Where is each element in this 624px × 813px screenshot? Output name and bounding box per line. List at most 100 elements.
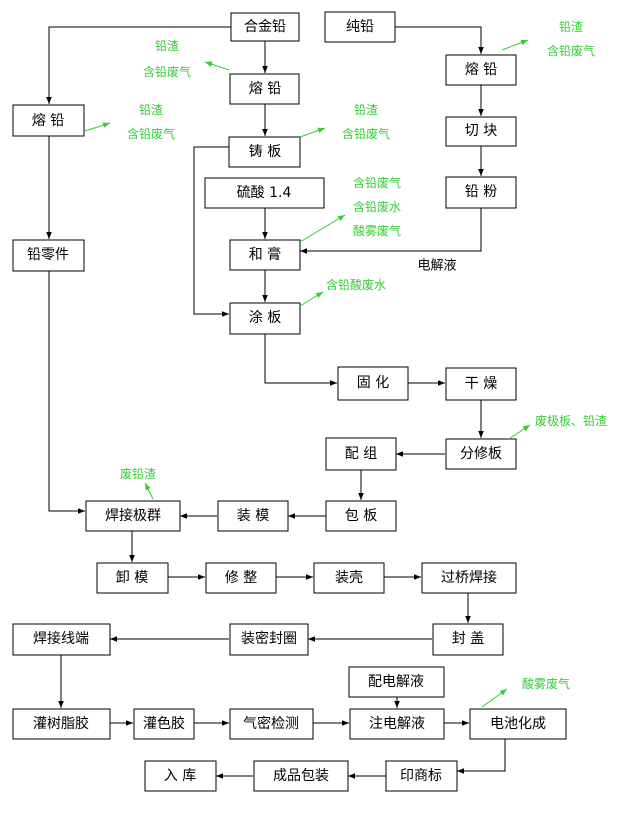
node-mold-loading: 装 模 [217,500,289,532]
svg-text:灌色胶: 灌色胶 [143,715,185,732]
node-bridge-welding: 过桥焊接 [421,562,517,594]
process-nodes: 合金铅 纯铅 熔 铅 熔 铅 熔 铅 铸 板 切 块 硫酸 1.4 [12,11,567,792]
svg-text:铅 粉: 铅 粉 [465,184,497,200]
node-packaging: 成品包装 [253,760,349,792]
svg-text:熔 铅: 熔 铅 [249,81,281,97]
node-drying: 干 燥 [445,367,517,401]
emission-pasting-water: 含铅酸废水 [326,277,386,292]
node-weld-group: 焊接极群 [85,500,181,532]
node-pasting: 涂 板 [229,302,301,335]
emission-melt-left-gas: 含铅废气 [127,126,175,141]
svg-text:封 盖: 封 盖 [452,631,484,647]
node-wrap-plate: 包 板 [325,500,397,532]
emission-arrow-formation [481,688,508,708]
emission-arrow-melt-left [84,122,111,132]
electrolyte-label: 电解液 [417,259,456,274]
emission-paste-acid-mist: 酸雾废气 [353,223,401,238]
svg-text:成品包装: 成品包装 [273,768,329,784]
node-grouping: 配 组 [325,437,397,471]
node-printing: 印商标 [385,760,458,792]
svg-text:干 燥: 干 燥 [465,376,497,392]
edge-cast-to-pasting [193,146,229,317]
svg-text:配电解液: 配电解液 [368,674,424,690]
edge-parts-to-weld [48,271,85,514]
node-cut-block: 切 块 [445,116,517,147]
svg-text:熔 铅: 熔 铅 [32,113,64,129]
svg-text:焊接极群: 焊接极群 [105,507,161,524]
svg-text:切 块: 切 块 [465,123,497,139]
svg-text:过桥焊接: 过桥焊接 [441,569,497,586]
svg-text:固 化: 固 化 [357,375,389,391]
svg-text:和 膏: 和 膏 [249,246,281,263]
svg-text:配 组: 配 组 [345,446,377,462]
emission-arrow-paste [299,214,346,243]
node-demold: 卸 模 [96,562,169,594]
svg-text:入 库: 入 库 [164,768,196,784]
node-pure-lead: 纯铅 [324,11,396,43]
emission-arrow-melt-pure [501,39,529,51]
node-plate-trimming: 分修板 [445,438,517,470]
emission-annotations: 铅渣 含铅废气 铅渣 含铅废气 铅渣 含铅废气 铅渣 含铅废气 含铅废气 含铅废… [84,20,607,708]
svg-text:卸 模: 卸 模 [116,570,148,586]
svg-text:印商标: 印商标 [400,768,442,784]
node-alloy-lead: 合金铅 [230,12,300,42]
node-trim: 修 整 [205,562,277,594]
node-electrolyte-prep: 配电解液 [348,666,445,698]
node-paste-mixing: 和 膏 [229,239,301,271]
edge-formation-to-print [457,739,506,774]
emission-arrow-cast [299,127,326,138]
svg-text:涂 板: 涂 板 [249,310,281,326]
node-terminal-welding: 焊接线端 [12,623,111,656]
svg-text:铅零件: 铅零件 [27,247,69,263]
svg-text:气密检测: 气密检测 [243,715,299,732]
node-resin-potting: 灌树脂胶 [12,708,111,740]
emission-paste-gas: 含铅废气 [353,175,401,190]
emission-cast-slag: 铅渣 [354,103,378,117]
svg-text:装 模: 装 模 [237,508,269,524]
emission-trimming-waste: 废极板、铅渣 [535,413,607,428]
svg-text:修 整: 修 整 [225,570,257,586]
node-air-tightness-test: 气密检测 [229,708,314,740]
node-sulfuric-acid: 硫酸 1.4 [204,177,325,209]
node-seal-ring: 装密封圈 [229,623,309,656]
svg-text:铸 板: 铸 板 [249,144,281,160]
node-electrolyte-filling: 注电解液 [349,708,445,740]
emission-arrow-pasting [299,291,324,307]
svg-text:灌树脂胶: 灌树脂胶 [33,715,89,732]
svg-text:包 板: 包 板 [345,508,377,524]
emission-melt-alloy-slag: 铅渣 [155,39,179,53]
node-cover-sealing: 封 盖 [432,623,504,656]
emission-paste-water: 含铅废水 [353,199,401,214]
svg-text:注电解液: 注电解液 [369,716,425,732]
emission-melt-pure-slag: 铅渣 [559,20,583,34]
node-case-loading: 装壳 [313,562,385,594]
node-cast-plate: 铸 板 [228,136,301,168]
node-color-glue: 灌色胶 [133,708,195,740]
svg-text:硫酸 1.4: 硫酸 1.4 [237,185,292,201]
emission-melt-pure-gas: 含铅废气 [547,43,595,58]
emission-cast-gas: 含铅废气 [342,126,390,141]
emission-melt-left-slag: 铅渣 [139,103,163,117]
node-melt-lead-alloy: 熔 铅 [229,73,300,105]
emission-arrow-trimming [508,424,531,440]
emission-arrow-weld [144,482,154,500]
flow-edges [46,26,506,779]
svg-text:合金铅: 合金铅 [244,19,286,35]
node-curing: 固 化 [337,366,409,401]
node-melt-lead-left: 熔 铅 [12,104,85,137]
node-lead-parts: 铅零件 [12,239,85,272]
svg-text:焊接线端: 焊接线端 [33,630,89,647]
node-formation: 电池化成 [469,708,567,740]
svg-text:纯铅: 纯铅 [346,19,374,35]
svg-text:熔 铅: 熔 铅 [465,62,497,78]
svg-text:装壳: 装壳 [335,569,363,586]
svg-text:电池化成: 电池化成 [490,716,546,732]
node-melt-lead-pure: 熔 铅 [445,54,517,86]
edge-pure-to-melt [395,26,484,54]
emission-weld-slag: 废铅渣 [120,466,156,481]
node-storage: 入 库 [144,760,217,792]
edge-pasting-to-curing [264,334,337,386]
emission-arrow-melt-alloy [204,61,230,71]
node-lead-powder: 铅 粉 [445,176,517,209]
